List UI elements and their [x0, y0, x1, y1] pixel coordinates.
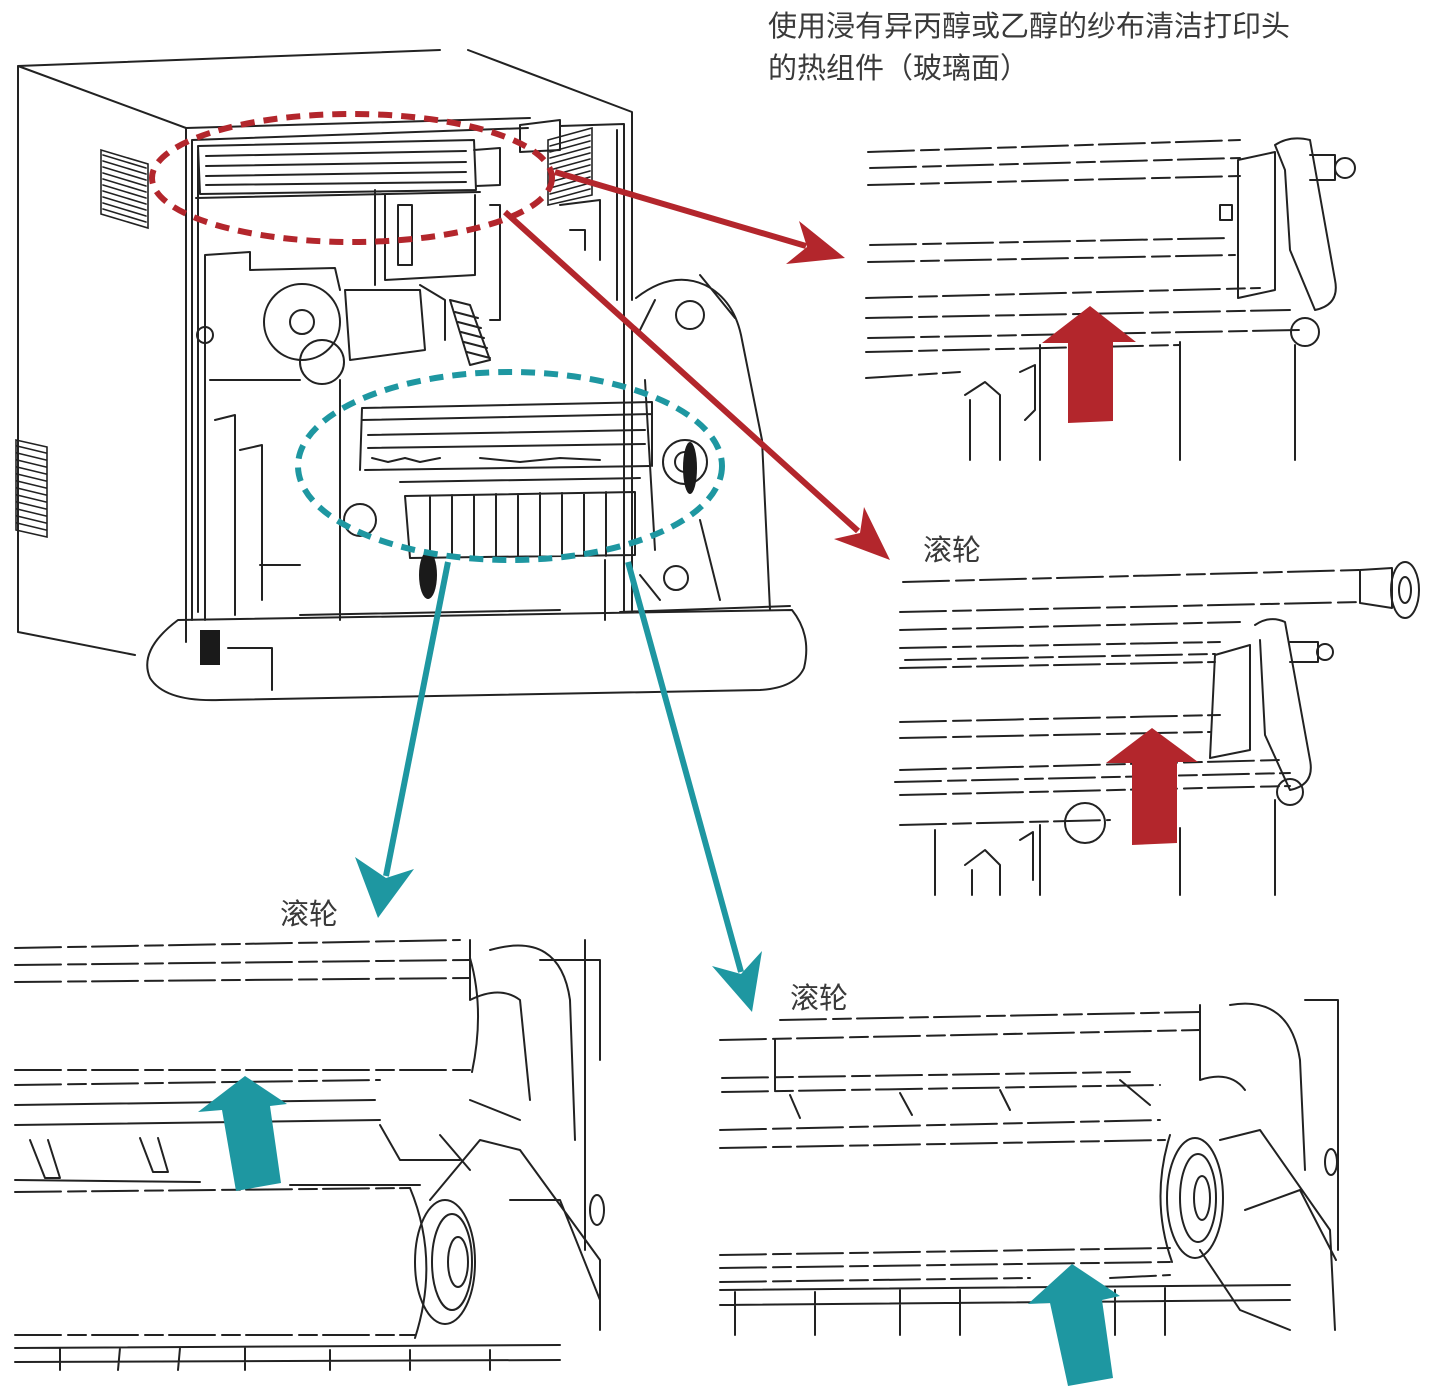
roller-br-cylinder-end: [1159, 1134, 1173, 1263]
roller-bl-base-frame: [14, 1344, 561, 1371]
roller-label-bottom-right: 滚轮: [790, 981, 849, 1015]
drive-gear-hub: [289, 309, 315, 335]
callout-arrow-roller-bottom-left-head: [355, 857, 414, 918]
printer-front-frame: [191, 123, 625, 621]
roller-bl-middle-frame: [14, 1099, 461, 1186]
roller-br-upper-lines: [719, 1011, 1201, 1149]
roller-br-cylinder: [719, 1247, 1171, 1283]
printhead-pivot: [1290, 317, 1320, 347]
roller-br-indicator-arrow: [1028, 1264, 1120, 1386]
printhead-highlight-ellipse: [149, 111, 555, 245]
roller-bl-bearing-inner: [447, 1236, 469, 1288]
roller-bl-lower-cylinder-end: [409, 1187, 428, 1339]
instruction-line-1: 使用浸有异丙醇或乙醇的纱布清洁打印头: [768, 9, 1291, 43]
drive-gear: [263, 283, 341, 361]
roller-br-base-frame: [719, 1284, 1291, 1336]
roller-spindle-left: [419, 551, 437, 599]
printhead-side-bracket: [1219, 137, 1337, 311]
frame-screw: [196, 326, 214, 344]
side-cover-knob: [675, 300, 705, 330]
roller-bl-indicator-arrow: [198, 1076, 287, 1191]
printhead-glass-indicator-arrow: [1042, 306, 1136, 423]
printhead-detail-view: [865, 137, 1356, 461]
roller-right-bracket: [1209, 618, 1319, 791]
printhead-release-knob: [1334, 157, 1356, 179]
roller-right-release-knob: [1316, 643, 1334, 661]
roller-br-side-bracket: [1199, 999, 1339, 1331]
roller-br-bearing-outer: [1166, 1137, 1224, 1259]
roller-right-indicator-arrow: [1106, 728, 1198, 845]
side-cover: [635, 274, 771, 611]
roller-br-bearing-middle: [1179, 1153, 1217, 1243]
roller-highlight-ellipse: [295, 369, 725, 563]
callout-arrow-roller-bottom-left-shaft: [383, 561, 451, 877]
printhead-lower-frame: [964, 341, 1296, 461]
roller-detail-view-bottom-right: [719, 999, 1339, 1386]
roller-right-frame-lines: [894, 621, 1291, 826]
platen-assembly: [359, 401, 653, 559]
printer-housing-outline: [17, 49, 633, 656]
roller-bl-upper-cylinder: [14, 939, 471, 1086]
callout-arrow-printhead-shaft: [554, 169, 807, 249]
vent-grille-inner: [547, 126, 593, 207]
roller-right-spindle: [1390, 561, 1420, 619]
roller-detail-view-bottom-left: [14, 939, 605, 1371]
callout-arrow-roller-bottom-right: [625, 561, 762, 1012]
callout-arrow-printhead: [554, 169, 845, 264]
roller-spindle-right: [683, 442, 697, 494]
idler-gear: [299, 339, 345, 385]
callout-arrow-printhead-head: [786, 221, 845, 264]
roller-br-slot: [1324, 1148, 1338, 1176]
callout-arrow-roller-bottom-right-head: [712, 951, 762, 1012]
callout-arrow-roller-right-head: [834, 507, 890, 560]
roller-bl-bearing-outer: [414, 1199, 476, 1325]
printer-base: [146, 605, 808, 702]
roller-right-spindle-hub: [1398, 576, 1412, 604]
printhead-assembly: [195, 119, 561, 199]
callout-arrow-roller-bottom-left: [355, 561, 451, 918]
roller-br-upper-frame: [774, 1039, 1151, 1119]
roller-br-bearing-inner: [1193, 1175, 1211, 1221]
roller-right-pivot: [1276, 778, 1304, 806]
roller-right-end-cap: [1359, 567, 1393, 609]
roller-bl-bearing-middle: [431, 1213, 473, 1311]
instruction-line-2: 的热组件（玻璃面）: [768, 51, 1030, 85]
callout-arrow-roller-bottom-right-shaft: [625, 561, 744, 973]
roller-end-left: [343, 503, 377, 537]
callout-arrow-roller-right: [502, 209, 890, 560]
side-cover-latch: [663, 565, 689, 591]
roller-right-cylinder: [899, 569, 1361, 613]
roller-bl-upper-cylinder-end: [469, 957, 480, 1073]
roller-bl-side-bracket: [429, 939, 601, 1331]
roller-label-right: 滚轮: [923, 533, 982, 567]
roller-bl-slot: [589, 1194, 605, 1226]
roller-detail-view-right: [894, 561, 1420, 896]
callout-arrow-roller-right-shaft: [502, 209, 861, 534]
roller-right-lower-frame: [934, 799, 1276, 896]
roller-label-bottom-left: 滚轮: [280, 897, 339, 931]
power-switch: [200, 630, 220, 665]
vent-grille-side: [15, 438, 48, 539]
roller-bl-lower-cylinder: [14, 1187, 416, 1336]
roller-right-gear: [1064, 802, 1106, 844]
vent-grille-top: [100, 148, 149, 230]
